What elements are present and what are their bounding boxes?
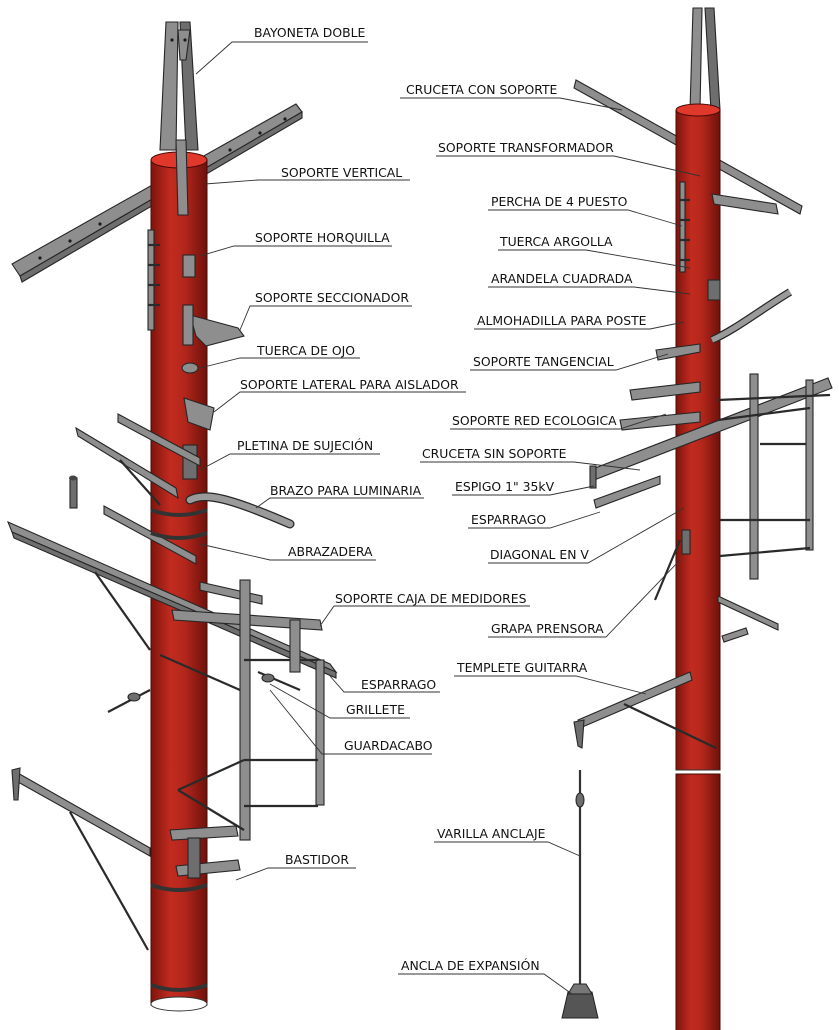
label-almohadilla-para-poste: ALMOHADILLA PARA POSTE (477, 313, 647, 328)
label-soporte-vertical: SOPORTE VERTICAL (281, 165, 402, 180)
label-esparrago-left: ESPARRAGO (361, 677, 436, 692)
label-diagonal-en-v: DIAGONAL EN V (490, 547, 589, 562)
left-pole (150, 151, 208, 1012)
brazo-luminaria (185, 492, 295, 529)
label-ancla-de-expansion: ANCLA DE EXPANSIÓN (401, 958, 540, 973)
left-callouts: BAYONETA DOBLE SOPORTE VERTICAL SOPORTE … (195, 25, 530, 881)
label-grapa-prensora: GRAPA PRENSORA (491, 621, 604, 636)
label-cruceta-sin-soporte: CRUCETA SIN SOPORTE (422, 446, 567, 461)
marco-derecho (717, 373, 831, 580)
percha-derecha (679, 181, 690, 273)
label-percha-de-4-puesto: PERCHA DE 4 PUESTO (491, 194, 628, 209)
left-pole-assembly (6, 21, 338, 1012)
varilla-anclaje (561, 770, 599, 1019)
label-pletina-de-sujecion: PLETINA DE SUJECIÓN (237, 438, 373, 453)
label-guardacabo: GUARDACABO (344, 738, 433, 753)
label-soporte-lateral-para-aislador: SOPORTE LATERAL PARA AISLADOR (240, 377, 459, 392)
label-soporte-red-ecologica: SOPORTE RED ECOLOGICA (452, 413, 617, 428)
soportes-poste (181, 254, 245, 480)
ancla-de-expansion (561, 991, 599, 1019)
percha-izquierda (147, 229, 160, 331)
label-soporte-horquilla: SOPORTE HORQUILLA (255, 230, 390, 245)
label-tuerca-argolla: TUERCA ARGOLLA (499, 234, 613, 249)
label-grillete: GRILLETE (346, 702, 405, 717)
label-espigo-1-35kv: ESPIGO 1" 35kV (455, 479, 555, 494)
bastidor (169, 825, 241, 879)
bayoneta-doble (159, 21, 199, 151)
right-callouts: CRUCETA CON SOPORTE SOPORTE TRANSFORMADO… (398, 82, 701, 995)
label-soporte-caja-de-medidores: SOPORTE CAJA DE MEDIDORES (335, 591, 527, 606)
label-esparrago-right: ESPARRAGO (471, 512, 546, 527)
right-pole-assembly (573, 7, 833, 1030)
label-varilla-anclaje: VARILLA ANCLAJE (437, 826, 546, 841)
soporte-caja-medidores (159, 579, 325, 841)
label-arandela-cuadrada: ARANDELA CUADRADA (491, 271, 633, 286)
crucetas-medias (75, 413, 201, 565)
label-brazo-para-luminaria: BRAZO PARA LUMINARIA (270, 483, 422, 498)
cruceta-inferior (6, 475, 338, 679)
label-tuerca-de-ojo: TUERCA DE OJO (256, 343, 355, 358)
label-templete-guitarra: TEMPLETE GUITARRA (456, 660, 588, 675)
label-cruceta-con-soporte: CRUCETA CON SOPORTE (406, 82, 558, 97)
label-soporte-seccionador: SOPORTE SECCIONADOR (255, 290, 409, 305)
label-bayoneta-doble: BAYONETA DOBLE (254, 25, 365, 40)
abrazaderas (150, 508, 208, 992)
label-soporte-tangencial: SOPORTE TANGENCIAL (473, 354, 614, 369)
templete-izquierdo (11, 767, 151, 951)
label-abrazadera: ABRAZADERA (288, 544, 373, 559)
label-bastidor: BASTIDOR (285, 852, 349, 867)
label-soporte-transformador: SOPORTE TRANSFORMADOR (438, 140, 614, 155)
grillete-guardacabo (107, 673, 275, 713)
